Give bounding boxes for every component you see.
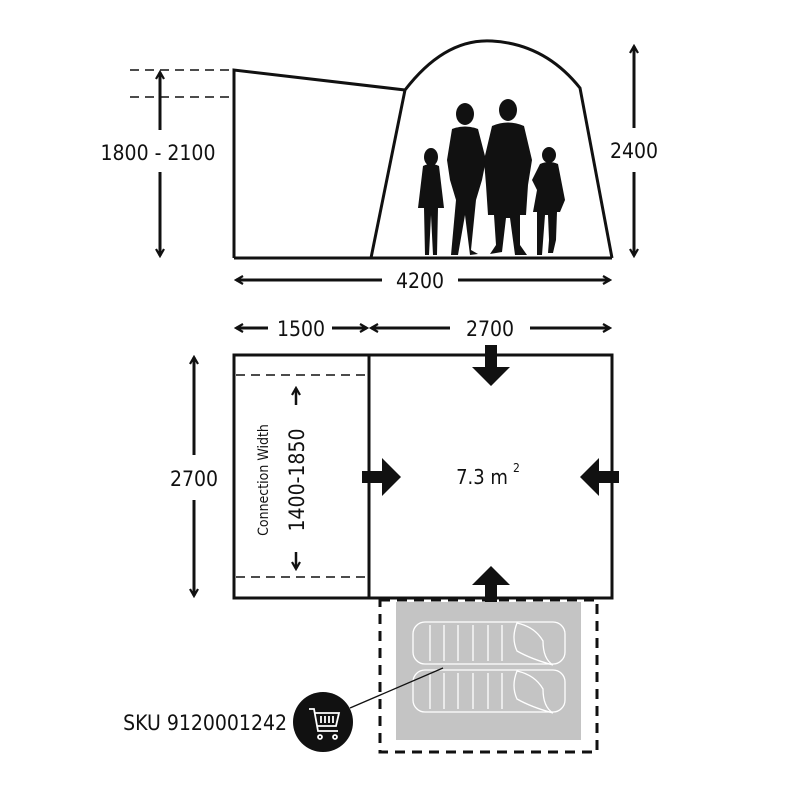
area-label: 7.3 m	[456, 465, 508, 489]
floor-plan	[194, 328, 614, 600]
sleeping-bag-icon	[412, 669, 566, 714]
annex-outline	[232, 68, 406, 258]
area-unit-sup: 2	[513, 461, 520, 475]
connection-width-value: 1400-1850	[285, 429, 309, 532]
shopping-cart-icon	[309, 708, 341, 740]
dome-outline	[369, 39, 614, 259]
people-silhouettes-icon	[418, 99, 565, 255]
height-range-label: 1800 - 2100	[101, 141, 216, 165]
connection-width-title: Connection Width	[256, 424, 272, 536]
main-width-label: 2700	[466, 317, 514, 341]
width-label: 4200	[396, 269, 444, 293]
sku-leader-line	[349, 667, 444, 709]
door-arrow-right-icon	[580, 458, 619, 496]
door-arrow-bottom-icon	[472, 566, 510, 605]
side-view	[130, 39, 634, 280]
sleeping-bag-icon	[412, 621, 566, 666]
man-silhouette-icon	[484, 99, 532, 255]
depth-label: 2700	[170, 467, 218, 491]
inner-tent	[378, 598, 599, 754]
sku-label: SKU 9120001242	[123, 711, 287, 735]
annex-width-label: 1500	[277, 317, 325, 341]
door-arrow-top-icon	[472, 345, 510, 386]
height-label: 2400	[610, 139, 658, 163]
woman-silhouette-icon	[447, 103, 486, 255]
girl-silhouette-icon	[418, 148, 444, 255]
boy-silhouette-icon	[532, 147, 565, 255]
door-arrow-left-icon	[362, 458, 401, 496]
door-arrows	[362, 345, 619, 605]
inner-tent-outline	[378, 598, 599, 754]
shopping-cart-button[interactable]	[293, 692, 353, 752]
